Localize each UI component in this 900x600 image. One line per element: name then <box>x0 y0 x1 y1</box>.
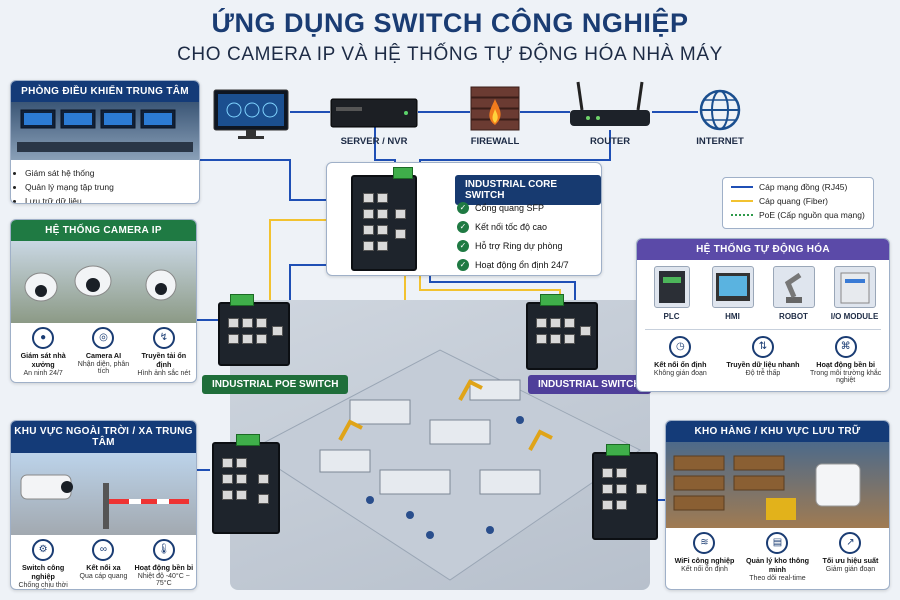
device-hmi: HMI <box>702 266 763 321</box>
device-plc: PLC <box>641 266 702 321</box>
warehouse-title: KHO HÀNG / KHU VỰC LƯU TRỮ <box>666 421 889 442</box>
legend-item: PoE (Cấp nguồn qua mạng) <box>731 210 865 220</box>
control-room-list: Giám sát hệ thống Quản lý mạng tập trung… <box>25 166 199 203</box>
copper-core-industrial <box>429 270 576 300</box>
plc-icon <box>653 266 690 308</box>
automation-devices: PLC HMI ROBOT I/O MODULE <box>637 260 889 321</box>
page-subtitle: CHO CAMERA IP VÀ HỆ THỐNG TỰ ĐỘNG HÓA NH… <box>177 44 723 65</box>
legend-item: Cáp mạng đồng (RJ45) <box>731 182 865 192</box>
list-item: Giám sát hệ thống <box>25 166 199 180</box>
page-title: ỨNG DỤNG SWITCH CÔNG NGHIỆP <box>211 8 689 38</box>
outdoor-feature: 🌡 Hoạt động bền bỉ Nhiệt độ -40°C ~ 75°C <box>134 539 194 589</box>
warehouse-panel: KHO HÀNG / KHU VỰC LƯU TRỮ ≋ WiFi công n… <box>665 420 890 590</box>
robot-icon <box>772 266 815 308</box>
globe-icon <box>698 88 742 132</box>
core-feature: ✓Hoạt động ổn định 24/7 <box>457 259 569 271</box>
network-icon: ⌘ <box>834 336 857 358</box>
automation-title: HỆ THỐNG TỰ ĐỘNG HÓA <box>637 239 889 260</box>
core-feature: ✓Hỗ trợ Ring dự phòng <box>457 240 569 252</box>
core-switch-panel: INDUSTRIAL CORE SWITCH ✓Cổng quang SFP ✓… <box>326 162 602 276</box>
outdoor-panel: KHU VỰC NGOÀI TRỜI / XA TRUNG TÂM ⚙ Swit… <box>10 420 197 590</box>
warehouse-switch-device <box>592 444 658 540</box>
automation-feature: ⌘ Hoạt động bền bỉ Trong môi trường khắc… <box>805 336 887 384</box>
check-icon: ✓ <box>457 240 469 252</box>
warehouse-photo <box>666 442 889 528</box>
router-icon <box>568 80 652 130</box>
core-switch-features: ✓Cổng quang SFP ✓Kết nối tốc độ cao ✓Hỗ … <box>457 195 569 271</box>
poe-switch-label: INDUSTRIAL POE SWITCH <box>202 375 349 394</box>
label-firewall: FIREWALL <box>470 136 520 147</box>
control-room-photo <box>11 102 199 160</box>
automation-feature: ⇅ Truyền dữ liệu nhanh Độ trễ thấp <box>722 336 804 384</box>
label-router: ROUTER <box>589 136 631 147</box>
camera-features: ● Giám sát nhà xưởng An ninh 24/7 ◎ Came… <box>11 323 196 377</box>
core-switch-label: INDUSTRIAL CORE SWITCH <box>455 175 601 205</box>
signal-icon: ↯ <box>152 327 175 349</box>
warehouse-feature: ▤ Quản lý kho thông minh Theo dõi real-t… <box>741 532 813 582</box>
core-switch-device <box>351 167 417 271</box>
camera-feature: ↯ Truyền tải ổn định Hình ảnh sắc nét <box>134 327 194 377</box>
person-icon: ● <box>32 327 55 349</box>
label-server-nvr: SERVER / NVR <box>340 136 408 147</box>
link-icon: ∞ <box>92 539 115 561</box>
factory-floor-illustration <box>249 349 641 581</box>
check-icon: ✓ <box>457 259 469 271</box>
control-room-panel: PHÒNG ĐIỀU KHIỂN TRUNG TÂM Giám sát hệ t… <box>10 80 200 204</box>
monitor-icon <box>212 88 290 140</box>
camera-feature: ◎ Camera AI Nhận diện, phân tích <box>74 327 134 377</box>
industrial-switch-label: INDUSTRIAL SWITCH <box>528 375 651 394</box>
industrial-switch-device <box>526 294 598 370</box>
warehouse-feature: ≋ WiFi công nghiệp Kết nối ổn định <box>668 532 740 582</box>
device-io-module: I/O MODULE <box>824 266 885 321</box>
copper-control-core <box>198 159 350 201</box>
list-item: Lưu trữ dữ liệu <box>25 194 199 203</box>
warehouse-features: ≋ WiFi công nghiệp Kết nối ổn định ▤ Quả… <box>666 528 889 582</box>
firewall-icon <box>470 85 520 133</box>
core-feature: ✓Kết nối tốc độ cao <box>457 221 569 233</box>
camera-system-panel: HỆ THỐNG CAMERA IP ● Giám sát nhà xưởng … <box>10 219 197 383</box>
device-robot: ROBOT <box>763 266 824 321</box>
automation-feature: ◷ Kết nối ổn định Không gián đoạn <box>639 336 721 384</box>
control-room-title: PHÒNG ĐIỀU KHIỂN TRUNG TÂM <box>11 81 199 102</box>
check-icon: ✓ <box>457 221 469 233</box>
io-module-icon <box>833 266 876 308</box>
tablet-icon: ▤ <box>766 532 789 554</box>
gear-icon: ⚙ <box>32 539 55 561</box>
automation-features: ◷ Kết nối ổn định Không gián đoạn ⇅ Truy… <box>637 332 889 384</box>
camera-photo <box>11 241 196 323</box>
server-icon <box>330 95 418 133</box>
warehouse-feature: ↗ Tối ưu hiệu suất Giảm gián đoạn <box>814 532 886 582</box>
core-feature: ✓Cổng quang SFP <box>457 202 569 214</box>
clock-icon: ◷ <box>669 336 692 358</box>
outdoor-title: KHU VỰC NGOÀI TRỜI / XA TRUNG TÂM <box>11 421 196 453</box>
outdoor-features: ⚙ Switch công nghiệp Chống chịu thời tiế… <box>11 535 196 589</box>
data-icon: ⇅ <box>751 336 774 358</box>
ai-icon: ◎ <box>92 327 115 349</box>
camera-system-title: HỆ THỐNG CAMERA IP <box>11 220 196 241</box>
thermo-icon: 🌡 <box>152 539 175 561</box>
factory-floor <box>230 300 650 590</box>
check-icon: ✓ <box>457 202 469 214</box>
legend-item: Cáp quang (Fiber) <box>731 196 865 206</box>
list-item: Quản lý mạng tập trung <box>25 180 199 194</box>
outdoor-switch-device <box>212 434 280 534</box>
wifi-icon: ≋ <box>693 532 716 554</box>
chart-icon: ↗ <box>839 532 862 554</box>
automation-panel: HỆ THỐNG TỰ ĐỘNG HÓA PLC HMI ROBOT I/O M… <box>636 238 890 392</box>
hmi-icon <box>711 266 754 308</box>
camera-feature: ● Giám sát nhà xưởng An ninh 24/7 <box>13 327 73 377</box>
outdoor-feature: ⚙ Switch công nghiệp Chống chịu thời tiế… <box>13 539 73 589</box>
fiber-core-poe <box>269 219 350 300</box>
legend: Cáp mạng đồng (RJ45) Cáp quang (Fiber) P… <box>722 177 874 229</box>
poe-switch-device <box>218 294 290 366</box>
outdoor-feature: ∞ Kết nối xa Qua cáp quang <box>74 539 134 589</box>
label-internet: INTERNET <box>696 136 744 147</box>
outdoor-photo <box>11 453 196 535</box>
